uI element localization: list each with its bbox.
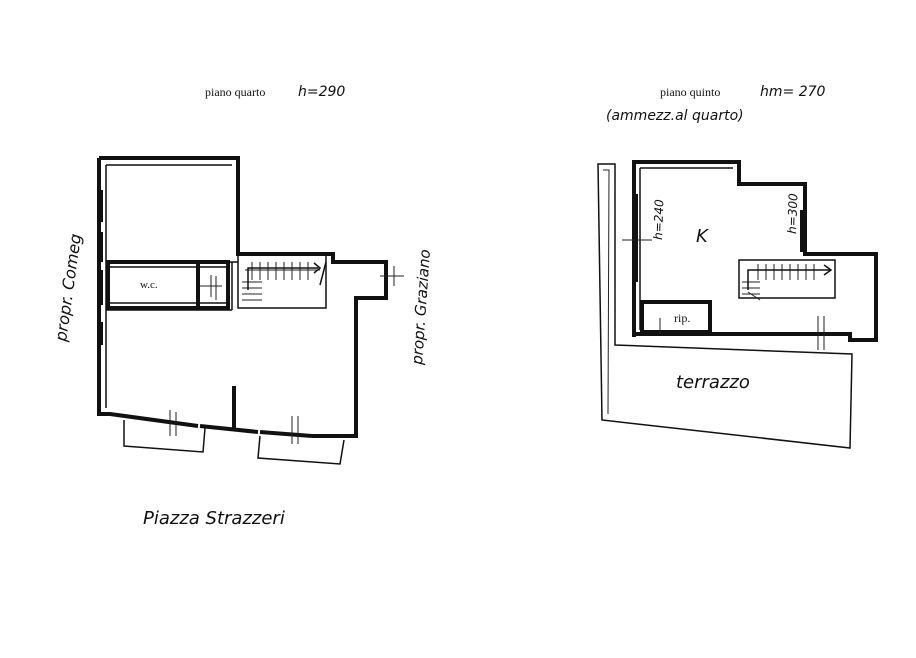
fourth-floor-staircase [237, 253, 327, 309]
fifth-floor-plan: piano quinto hm= 270 (ammezz.al quarto) … [597, 84, 878, 449]
fourth-floor-south-wall-mid [199, 424, 259, 434]
street-label: Piazza Strazzeri [143, 508, 285, 529]
terrace-label: terrazzo [676, 372, 750, 393]
wc-label: w.c. [140, 279, 158, 291]
fourth-floor-south-wall-right [259, 430, 313, 438]
kitchen-label: K [696, 226, 709, 247]
storage-room [640, 300, 712, 334]
fourth-floor-south-wall-left [97, 158, 199, 428]
fourth-floor-outer-wall [99, 156, 388, 438]
fifth-floor-height: hm= 270 [760, 84, 826, 100]
fourth-floor-height: h=290 [298, 84, 345, 100]
height-right-label: h=300 [785, 193, 800, 234]
terrace-outline [597, 163, 853, 449]
right-neighbor-label: propr. Graziano [408, 249, 434, 367]
balcony-left [123, 420, 206, 453]
fifth-floor-staircase [738, 259, 836, 301]
wc-room [106, 260, 230, 310]
storage-label: rip. [674, 311, 690, 325]
fifth-floor-subtitle: (ammezz.al quarto) [606, 108, 744, 124]
height-left-label: h=240 [651, 199, 666, 240]
balcony-right [257, 435, 345, 465]
fifth-floor-title: piano quinto [660, 85, 720, 99]
fourth-floor-title: piano quarto [205, 85, 265, 99]
left-neighbor-label: propr. Comeg [51, 232, 85, 343]
fourth-floor-plan: piano quarto h=290 w.c. [51, 84, 434, 529]
fifth-floor-room-wall [632, 160, 878, 342]
